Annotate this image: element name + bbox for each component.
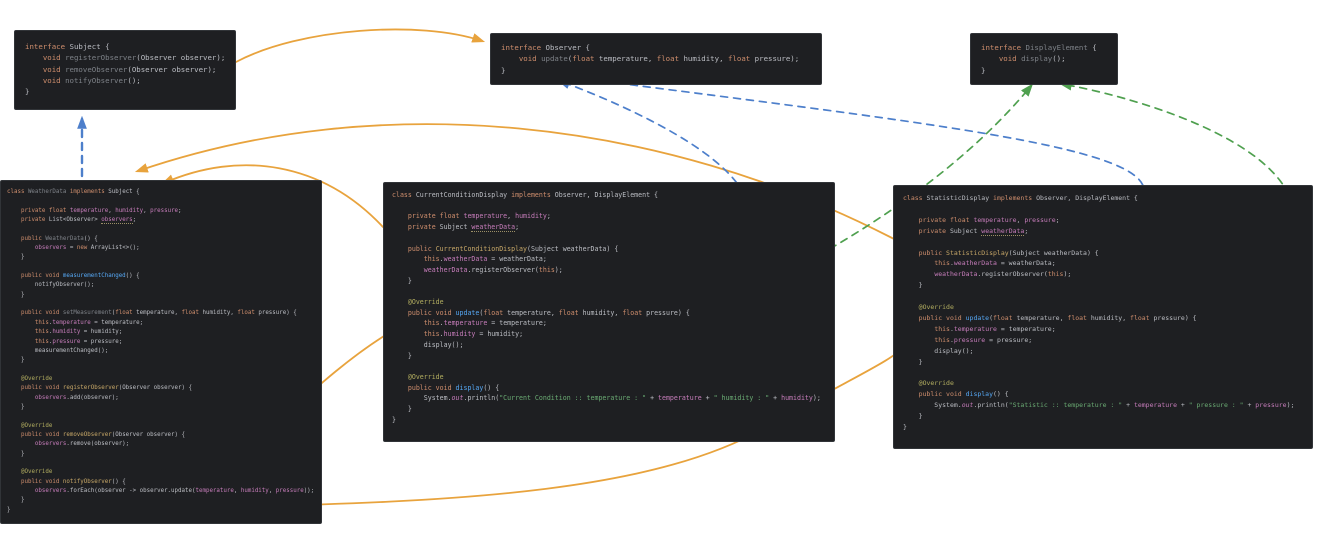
code-line: class WeatherData implements Subject { xyxy=(7,189,140,195)
code-line xyxy=(7,225,315,234)
code-line: } xyxy=(903,281,923,290)
code-line xyxy=(392,361,826,372)
code-line: interface DisplayElement { xyxy=(981,43,1097,52)
code-line: public void update(float temperature, fl… xyxy=(918,313,1197,322)
code-line xyxy=(7,459,315,468)
code-line: public void removeObserver(Observer obse… xyxy=(20,431,186,438)
code-line: interface Subject { xyxy=(25,42,110,51)
code-line: void notifyObserver(); xyxy=(42,75,141,85)
code-line: private Subject weatherData; xyxy=(407,223,520,233)
code-line xyxy=(392,286,826,297)
code-line: observers.forEach(observer -> observer.u… xyxy=(34,488,315,494)
code-line: } xyxy=(392,351,412,360)
code-line: display(); xyxy=(392,340,464,349)
displayelement-interface-codebox: interface DisplayElement { void display(… xyxy=(970,33,1118,85)
code-line: weatherData.registerObserver(this); xyxy=(423,265,563,274)
code-line: public void setMeasurement(float tempera… xyxy=(20,310,297,317)
code-line: this.temperature = temperature; xyxy=(934,324,1056,333)
code-line xyxy=(903,237,1303,248)
code-line: observers.remove(observer); xyxy=(34,441,130,448)
code-line: this.temperature = temperature; xyxy=(423,319,547,328)
code-line: void registerObserver(Observer observer)… xyxy=(42,53,226,63)
code-line xyxy=(392,201,826,212)
code-line: } xyxy=(7,450,25,457)
code-line: } xyxy=(501,65,506,75)
notifyobserver-to-sd-update-arrow xyxy=(204,338,915,508)
code-line: private float temperature, humidity, pre… xyxy=(20,207,182,214)
code-line: public void measurementChanged() { xyxy=(20,273,140,280)
code-line: observers.add(observer); xyxy=(34,394,119,401)
code-line: void update(float temperature, float hum… xyxy=(518,54,800,64)
code-line: display(); xyxy=(903,346,974,355)
code-line: } xyxy=(392,276,412,285)
code-line: this.pressure = pressure; xyxy=(934,335,1033,344)
code-line: } xyxy=(392,415,396,424)
currentconditiondisplay-class-codebox: class CurrentConditionDisplay implements… xyxy=(383,182,835,442)
code-line: } xyxy=(7,506,11,513)
code-line: this.pressure = pressure; xyxy=(34,338,123,345)
code-line: weatherData.registerObserver(this); xyxy=(934,270,1072,279)
code-line: @Override xyxy=(20,375,53,382)
code-line: this.humidity = humidity; xyxy=(423,330,524,339)
code-line: System.out.println("Statistic :: tempera… xyxy=(903,401,1295,410)
code-line xyxy=(7,300,315,309)
code-line: } xyxy=(392,405,412,414)
code-line: @Override xyxy=(20,469,53,476)
code-line: public void update(float temperature, fl… xyxy=(407,308,690,317)
code-line: private float temperature, pressure; xyxy=(918,215,1060,224)
code-line: @Override xyxy=(407,298,444,307)
code-line xyxy=(903,368,1303,379)
code-line: public void notifyObserver() { xyxy=(20,478,126,485)
code-line: this.temperature = temperature; xyxy=(34,319,144,326)
code-line: public CurrentConditionDisplay(Subject w… xyxy=(407,244,619,253)
code-line: public void display() { xyxy=(407,383,500,392)
ccd-weatherdata-field-to-weatherdata-arrow xyxy=(161,164,384,228)
code-line xyxy=(903,204,1303,215)
code-line: measurementChanged(); xyxy=(7,347,109,354)
code-line: System.out.println("Current Condition ::… xyxy=(392,394,821,403)
code-line: observers = new ArrayList<>(); xyxy=(34,245,140,252)
code-line: private List<Observer> observers; xyxy=(20,217,137,225)
code-line: } xyxy=(903,423,907,432)
code-line: notifyObserver(); xyxy=(7,282,95,289)
code-line: @Override xyxy=(20,422,53,429)
subject-interface-codebox: interface Subject { void registerObserve… xyxy=(14,30,236,110)
code-line: void removeObserver(Observer observer); xyxy=(42,64,217,74)
code-line: private float temperature, humidity; xyxy=(407,212,551,221)
code-line: @Override xyxy=(918,303,954,312)
code-line xyxy=(7,412,315,421)
code-line: class CurrentConditionDisplay implements… xyxy=(392,191,658,199)
code-line: @Override xyxy=(918,379,954,388)
code-line: } xyxy=(7,357,25,364)
code-line: } xyxy=(7,403,25,410)
code-line xyxy=(903,291,1303,302)
subject-to-observer-arrow xyxy=(235,28,486,63)
code-line: } xyxy=(7,254,25,261)
code-line: @Override xyxy=(407,372,444,381)
code-line: this.weatherData = weatherData; xyxy=(423,255,547,264)
code-line: class StatisticDisplay implements Observ… xyxy=(903,194,1138,202)
code-line: } xyxy=(7,291,25,298)
code-line: this.humidity = humidity; xyxy=(34,329,123,336)
code-line xyxy=(7,263,315,272)
code-line xyxy=(392,233,826,244)
code-line: } xyxy=(981,65,986,75)
code-line xyxy=(7,366,315,375)
code-line: public StatisticDisplay(Subject weatherD… xyxy=(918,248,1099,257)
code-line xyxy=(7,197,315,206)
code-line: void display(); xyxy=(998,54,1066,64)
code-line: public void display() { xyxy=(918,390,1009,399)
observer-interface-codebox: interface Observer { void update(float t… xyxy=(490,33,822,85)
code-line: interface Observer { xyxy=(501,43,590,52)
code-line: } xyxy=(903,357,923,366)
code-line: } xyxy=(25,87,30,97)
weatherdata-class-codebox: class WeatherData implements Subject { p… xyxy=(0,180,322,524)
code-line: this.weatherData = weatherData; xyxy=(934,259,1056,268)
code-line: public WeatherData() { xyxy=(20,235,98,242)
code-line: } xyxy=(903,412,923,421)
code-line: } xyxy=(7,497,25,504)
code-line: private Subject weatherData; xyxy=(918,226,1029,236)
code-line: public void registerObserver(Observer ob… xyxy=(20,385,192,392)
statisticdisplay-class-codebox: class StatisticDisplay implements Observ… xyxy=(893,185,1313,449)
